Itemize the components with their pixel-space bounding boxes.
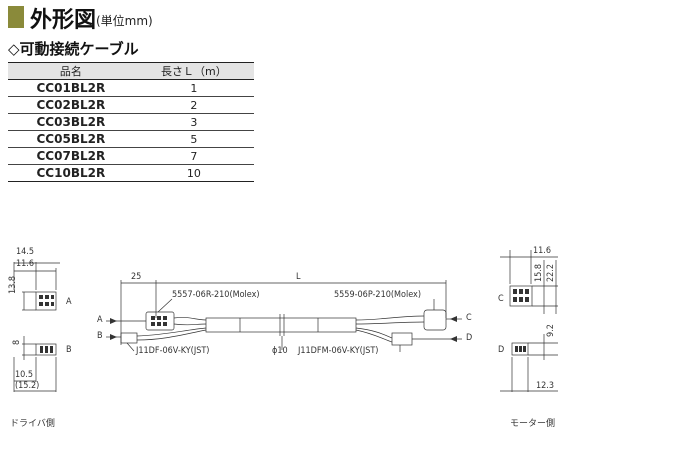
part-number: CC07BL2R (8, 147, 134, 165)
cable-length: 3 (133, 113, 254, 131)
cable-sheath (205, 317, 357, 333)
cable-length: 7 (133, 147, 254, 165)
dim-motor-11-6: 11.6 (533, 246, 552, 256)
cable-length: 1 (133, 79, 254, 97)
table-header-row: 品名 長さＬ（m） (8, 62, 254, 80)
cable-length: 10 (133, 164, 254, 182)
driver-side-label: ドライバ側 (10, 419, 55, 429)
marker-a-driver: A (66, 297, 72, 307)
motor-side-label: モーター側 (510, 419, 556, 429)
marker-b-driver: B (66, 345, 72, 355)
motor-connector-d-view (511, 342, 529, 356)
connector-label-5559: 5559-06P-210(Molex) (334, 290, 422, 300)
part-number: CC02BL2R (8, 96, 134, 114)
driver-connector-a-view (35, 291, 57, 311)
driver-connector-b-view (35, 343, 57, 356)
dim-driver-13-8: 13.8 (8, 275, 18, 294)
part-number: CC10BL2R (8, 164, 134, 182)
column-header-name: 品名 (8, 62, 134, 80)
dim-driver-14-5: 14.5 (16, 247, 35, 257)
dim-motor-22-2: 22.2 (546, 263, 556, 282)
dim-motor-12-3: 12.3 (536, 381, 555, 391)
section-subtitle: ◇可動接続ケーブル (8, 40, 139, 58)
marker-b-cable: B (97, 331, 103, 341)
part-number: CC05BL2R (8, 130, 134, 148)
marker-c-cable: C (466, 313, 472, 323)
unit-note: (単位mm) (96, 14, 153, 28)
dim-driver-10-5: 10.5 (15, 370, 34, 380)
part-number: CC03BL2R (8, 113, 134, 131)
marker-c-motor: C (498, 294, 504, 304)
marker-a-cable: A (97, 315, 103, 325)
connector-a (145, 311, 175, 331)
dim-driver-8: 8 (12, 339, 22, 345)
page-title: 外形図 (30, 8, 97, 33)
connector-c (423, 309, 447, 331)
cable-length: 5 (133, 130, 254, 148)
dim-driver-15-2: (15.2) (15, 381, 40, 391)
motor-connector-c-view (509, 285, 533, 307)
connector-label-j11dfm: J11DFM-06V-KY(JST) (298, 346, 379, 356)
dim-offset-25: 25 (131, 272, 142, 282)
dim-driver-11-6: 11.6 (16, 259, 35, 269)
title-accent-bar (8, 6, 24, 28)
dim-motor-15-8: 15.8 (534, 263, 544, 282)
connector-label-j11df: J11DF-06V-KY(JST) (136, 346, 210, 356)
marker-d-cable: D (466, 333, 473, 343)
cable-length: 2 (133, 96, 254, 114)
dim-length-l: L (296, 272, 301, 282)
column-header-length: 長さＬ（m） (133, 62, 254, 80)
dim-diameter: ϕ10 (272, 346, 288, 356)
connector-b (120, 332, 138, 344)
part-number: CC01BL2R (8, 79, 134, 97)
marker-d-motor: D (498, 345, 505, 355)
dim-motor-9-2: 9.2 (546, 324, 556, 337)
connector-label-5557: 5557-06R-210(Molex) (172, 290, 260, 300)
connector-d (391, 332, 413, 346)
